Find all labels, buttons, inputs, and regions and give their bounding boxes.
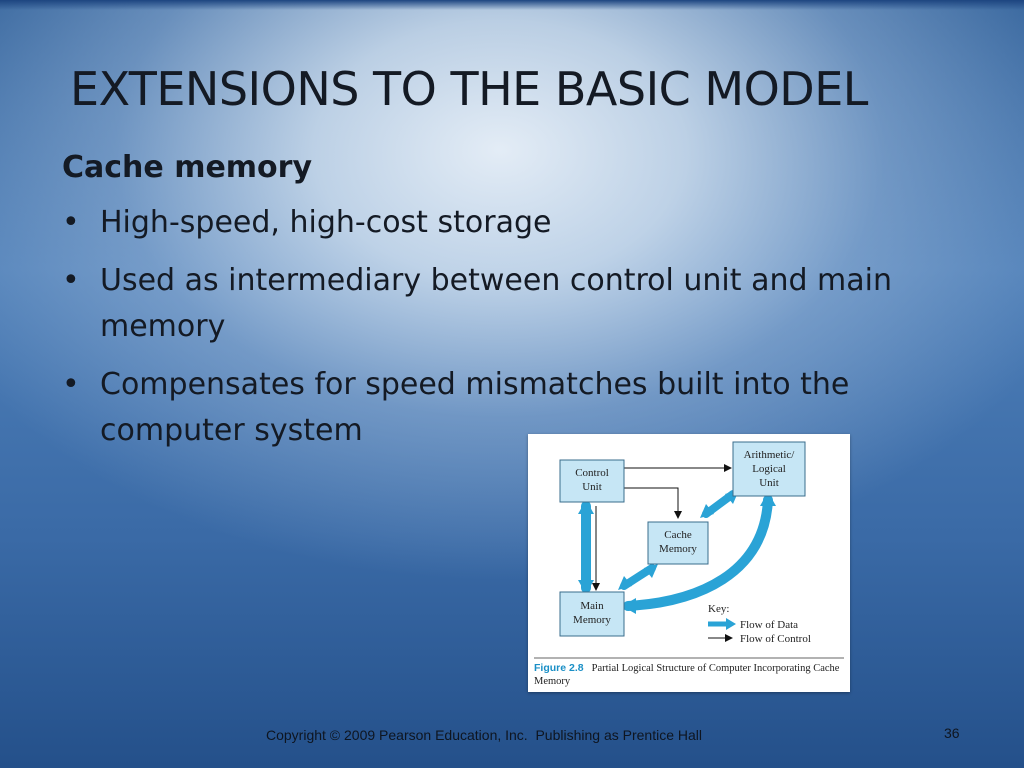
bullet-item: • High-speed, high-cost storage (62, 200, 982, 246)
bullet-list: • High-speed, high-cost storage • Used a… (62, 200, 982, 466)
figure-diagram: Control Unit Arithmetic/ Logical Unit Ca… (534, 441, 844, 659)
svg-text:Main: Main (580, 600, 604, 612)
bullet-item: • Compensates for speed mismatches built… (62, 362, 982, 454)
svg-text:Memory: Memory (573, 614, 611, 626)
key-title: Key: (708, 603, 729, 615)
main-memory-box: Main Memory (559, 591, 625, 637)
bullet-dot-icon: • (62, 205, 80, 240)
slide-number: 36 (944, 725, 960, 741)
bullet-item: • Used as intermediary between control u… (62, 258, 982, 350)
bullet-dot-icon: • (62, 263, 80, 298)
cache-memory-box: Cache Memory (647, 521, 709, 565)
control-unit-box: Control Unit (559, 459, 625, 503)
key-control-label: Flow of Control (740, 633, 811, 645)
svg-text:Arithmetic/: Arithmetic/ (744, 449, 796, 461)
slide-top-edge (0, 0, 1024, 10)
slide-subheading: Cache memory (62, 150, 313, 185)
control-flow-lines (592, 464, 732, 591)
svg-text:Unit: Unit (759, 477, 779, 489)
slide-title: EXTENSIONS TO THE BASIC MODEL (70, 62, 868, 116)
svg-text:Cache: Cache (664, 529, 692, 541)
svg-text:Unit: Unit (582, 481, 602, 493)
alu-box: Arithmetic/ Logical Unit (732, 441, 806, 497)
figure-caption-text: Partial Logical Structure of Computer In… (534, 663, 840, 687)
bullet-dot-icon: • (62, 367, 80, 402)
svg-text:Control: Control (575, 467, 609, 479)
bullet-text: Compensates for speed mismatches built i… (100, 367, 850, 448)
bullet-text: Used as intermediary between control uni… (100, 263, 892, 344)
svg-text:Memory: Memory (659, 543, 697, 555)
copyright-footer: Copyright © 2009 Pearson Education, Inc.… (266, 727, 703, 743)
figure-key: Key: Flow of Data Flow of Control (708, 603, 811, 645)
bullet-text: High-speed, high-cost storage (100, 205, 552, 240)
computer-structure-figure: Control Unit Arithmetic/ Logical Unit Ca… (528, 434, 850, 692)
key-data-label: Flow of Data (740, 619, 798, 631)
svg-text:Logical: Logical (752, 463, 786, 475)
figure-caption-label: Figure 2.8 (534, 662, 584, 674)
